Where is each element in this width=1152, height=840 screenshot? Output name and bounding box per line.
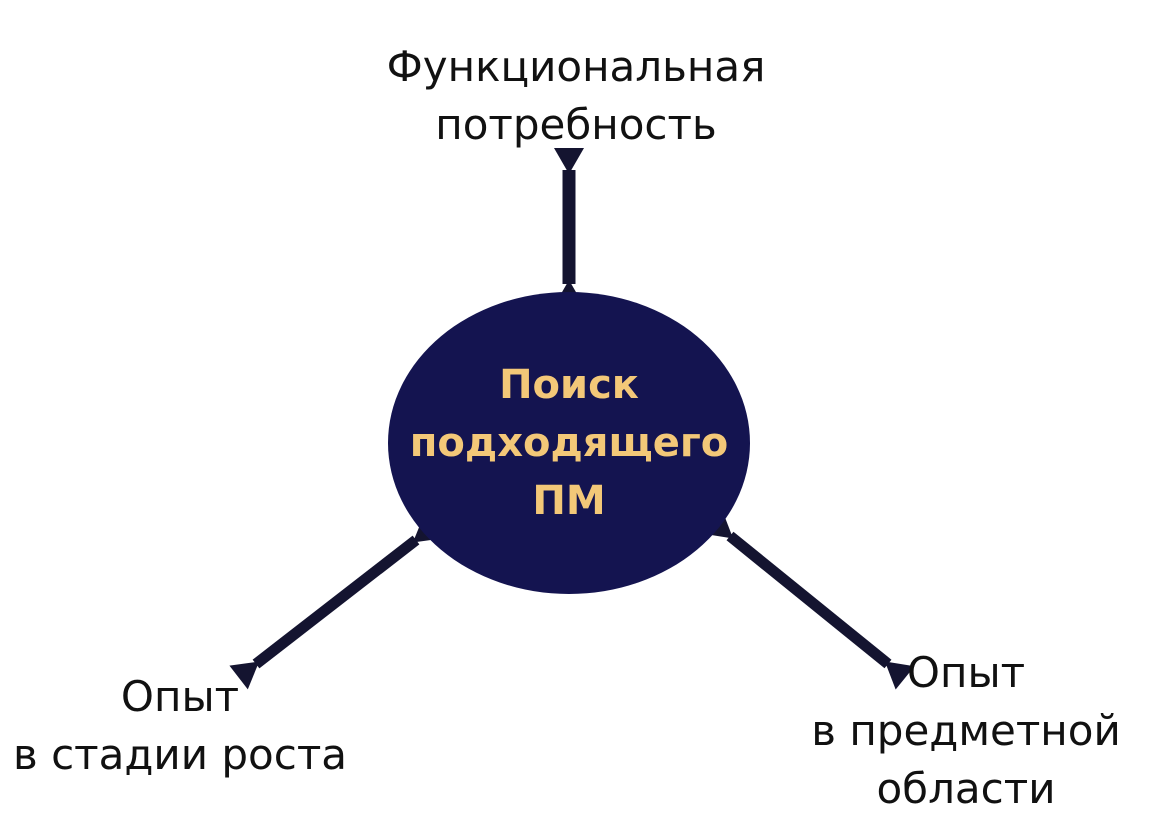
arrow-bottom-left xyxy=(229,514,443,690)
label-line: Опыт xyxy=(120,672,240,721)
center-node-line: Поиск xyxy=(499,362,639,408)
label-line: Функциональная xyxy=(386,42,766,91)
label-functional-need: Функциональная потребность xyxy=(336,38,816,154)
label-growth-stage-experience: Опыт в стадии роста xyxy=(0,668,360,784)
arrow-bottom-right xyxy=(703,510,915,690)
label-line: Опыт xyxy=(906,648,1026,697)
label-line: потребность xyxy=(435,100,717,149)
center-node-line: ПМ xyxy=(532,478,606,524)
label-line: в предметной xyxy=(811,706,1121,755)
center-node-line: подходящего xyxy=(409,420,729,466)
label-line: в стадии роста xyxy=(12,730,348,779)
label-domain-experience: Опыт в предметной области xyxy=(780,644,1152,818)
label-line: области xyxy=(876,764,1056,813)
center-node: Поиск подходящего ПМ xyxy=(388,292,750,594)
